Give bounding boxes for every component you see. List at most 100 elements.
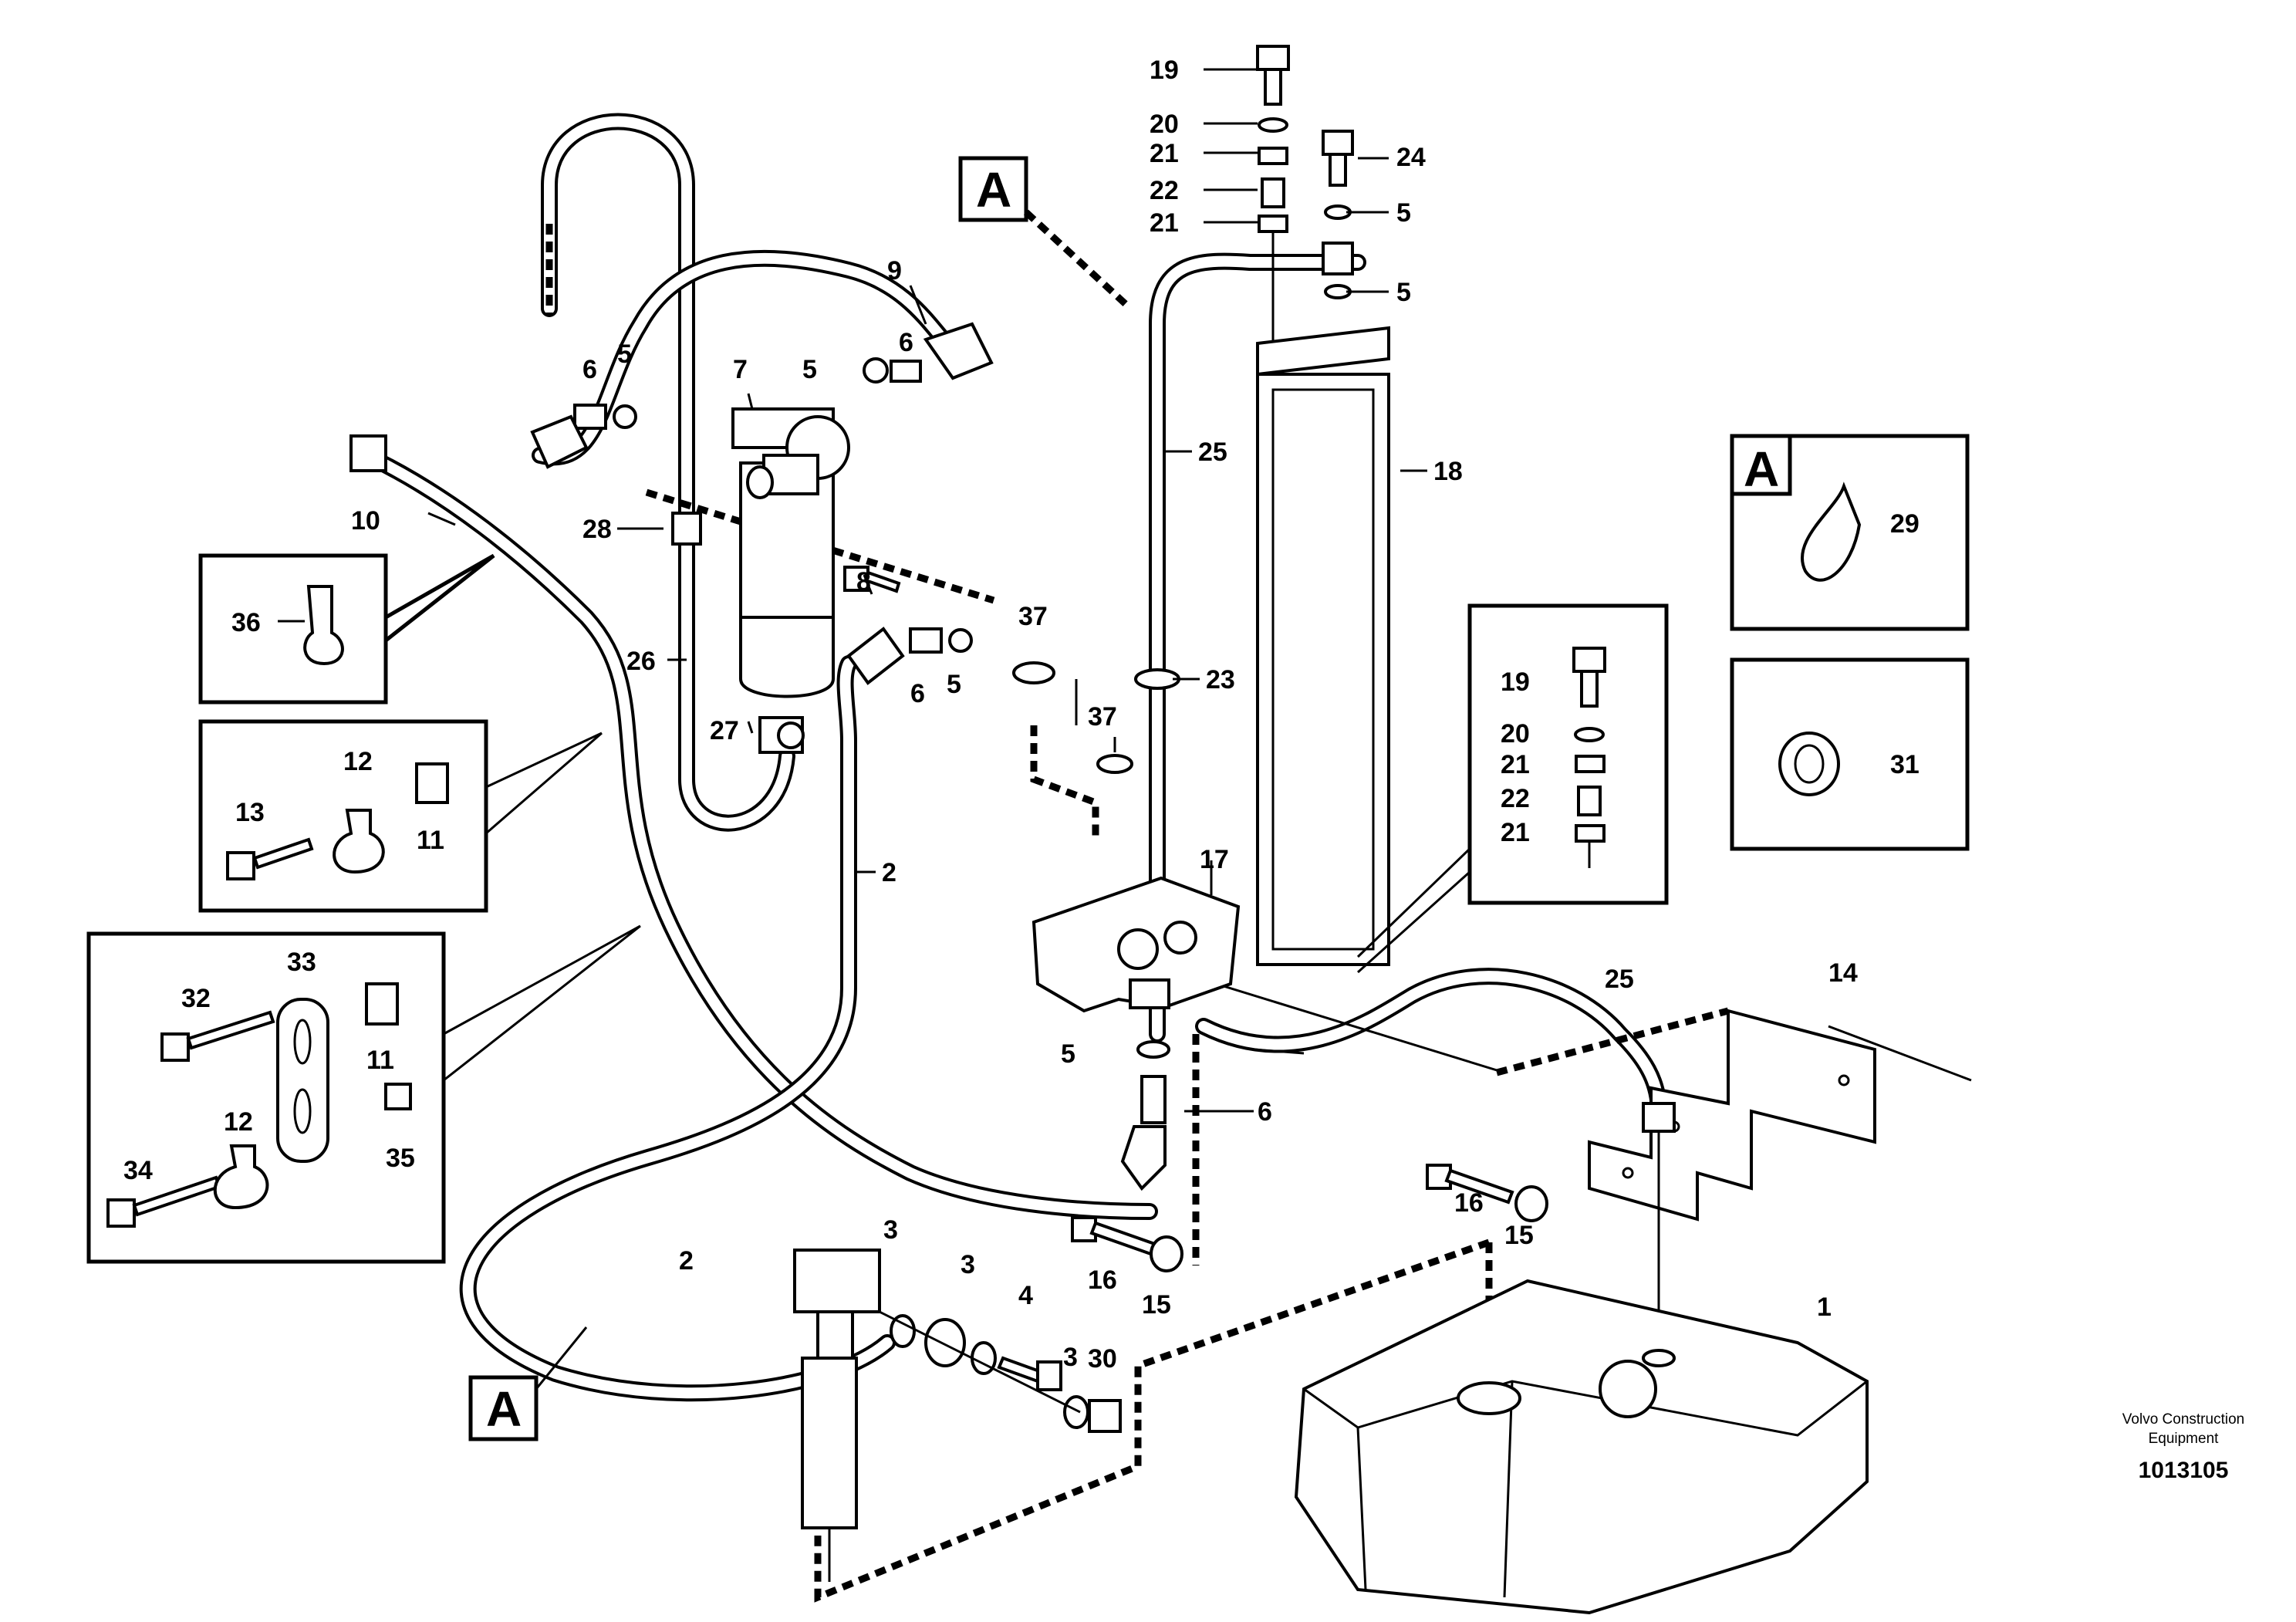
label-5a: 5 (1396, 198, 1411, 228)
label-7: 7 (733, 355, 748, 384)
label-24: 24 (1396, 143, 1426, 172)
inset-box-A-29: A 29 (1730, 434, 1970, 631)
label-22a: 22 (1150, 176, 1179, 205)
clamp-28 (671, 512, 702, 546)
label-2a: 2 (882, 858, 896, 887)
label-3c: 3 (1063, 1343, 1078, 1372)
label-35: 35 (386, 1144, 415, 1173)
label-9: 9 (887, 256, 902, 286)
inset-box-11-12-13: 13 12 11 (198, 719, 603, 913)
washer-15-right (1514, 1185, 1548, 1222)
label-5d: 5 (947, 670, 961, 699)
label-6b: 6 (910, 679, 925, 708)
fuel-cooler-18 (1256, 326, 1390, 966)
label-2b: 2 (679, 1246, 694, 1276)
label-21c: 21 (1501, 750, 1530, 779)
label-5b: 5 (1396, 278, 1411, 307)
label-25b: 25 (1605, 965, 1634, 994)
label-1: 1 (1817, 1293, 1832, 1322)
svg-text:A: A (976, 162, 1011, 218)
label-21b: 21 (1150, 208, 1179, 238)
washer-3-a (890, 1314, 916, 1348)
hose-clamp-27 (758, 716, 805, 754)
label-32: 32 (181, 984, 211, 1013)
bushing-21-top-b (1258, 215, 1288, 233)
label-6d: 6 (582, 355, 597, 384)
label-20b: 20 (1501, 719, 1530, 748)
label-5e: 5 (802, 355, 817, 384)
dashed-line-grommet-37 (1030, 725, 1099, 841)
elbow-fitting-hose-10 (1120, 1125, 1167, 1191)
label-10: 10 (351, 506, 380, 536)
grommet-23 (1134, 668, 1180, 690)
leader-bracket-14-line (1203, 978, 1972, 1082)
fitting-6-lower (909, 627, 973, 654)
label-17: 17 (1200, 845, 1229, 874)
nut-30 (1088, 1399, 1122, 1433)
washer-5-bracket (1136, 1040, 1170, 1059)
inset-box-36: 36 (198, 553, 495, 705)
label-21a: 21 (1150, 139, 1179, 168)
label-28: 28 (582, 515, 612, 544)
credit-line-2: Equipment (2149, 1431, 2220, 1447)
label-26: 26 (626, 647, 656, 676)
label-21d: 21 (1501, 818, 1530, 847)
label-31: 31 (1890, 750, 1920, 779)
bolt-16-right (1426, 1164, 1514, 1205)
washer-20-top (1258, 117, 1288, 133)
label-4: 4 (1018, 1281, 1033, 1310)
callout-a-inset: A (1744, 441, 1779, 497)
label-12b: 12 (224, 1107, 253, 1137)
elbow-fitting-hose-9 (530, 414, 589, 469)
fitting-6-left (573, 404, 637, 430)
inset-box-32-35: 33 32 11 12 34 35 (86, 924, 641, 1264)
spacer-22-top (1261, 177, 1285, 208)
hose-26-loop (541, 113, 795, 832)
label-3a: 3 (883, 1215, 898, 1245)
washer-3-c (1063, 1395, 1089, 1429)
label-6a: 6 (1258, 1097, 1272, 1127)
publisher-credit: Volvo Construction Equipment 1013105 (2122, 1411, 2244, 1483)
part-labels: 19 20 21 22 21 24 5 5 18 25 23 17 37 37 … (351, 56, 1858, 1374)
grommet-37-right (1096, 754, 1133, 774)
label-34: 34 (123, 1156, 153, 1185)
label-19a: 19 (1150, 56, 1179, 85)
label-16a: 16 (1088, 1265, 1117, 1295)
grommet-37-left (1012, 661, 1055, 684)
drawing-number: 1013105 (2139, 1458, 2229, 1483)
hose-25 (1149, 252, 1366, 1042)
label-16b: 16 (1454, 1188, 1484, 1218)
fitting-6-mid (863, 357, 922, 384)
label-15b: 15 (1504, 1221, 1534, 1250)
fuel-level-sender (793, 1249, 881, 1582)
label-33: 33 (287, 948, 316, 977)
hose-10 (358, 447, 1158, 1220)
bushing-21-top-a (1258, 147, 1288, 165)
label-27: 27 (710, 716, 739, 745)
hose-25-lower-nut (1642, 1102, 1676, 1133)
inset-box-19-22: 19 20 21 22 21 (1356, 603, 1669, 974)
label-3b: 3 (961, 1250, 975, 1279)
label-6c: 6 (899, 328, 913, 357)
fuel-tank (1294, 1279, 1869, 1615)
sender-bolt-axis (879, 1310, 1081, 1414)
label-5c: 5 (1061, 1039, 1075, 1069)
hose-25-lower (1195, 968, 1667, 1120)
bracket-17 (1032, 876, 1241, 1013)
fuel-filter (731, 407, 850, 698)
label-12a: 12 (343, 747, 373, 776)
label-23: 23 (1206, 665, 1235, 694)
label-14: 14 (1828, 958, 1858, 988)
svg-text:A: A (486, 1381, 522, 1437)
elbow-fitting-hose-2 (846, 627, 905, 685)
label-11a: 11 (417, 826, 444, 855)
bushing-sender (924, 1318, 966, 1367)
banjo-fitting-hose-25 (1322, 242, 1354, 275)
label-25a: 25 (1198, 438, 1227, 467)
leader-lines (427, 68, 1427, 1113)
bolt-19-top (1256, 45, 1290, 106)
label-29: 29 (1890, 509, 1920, 539)
bolt-24 (1322, 130, 1354, 187)
label-19b: 19 (1501, 667, 1530, 697)
